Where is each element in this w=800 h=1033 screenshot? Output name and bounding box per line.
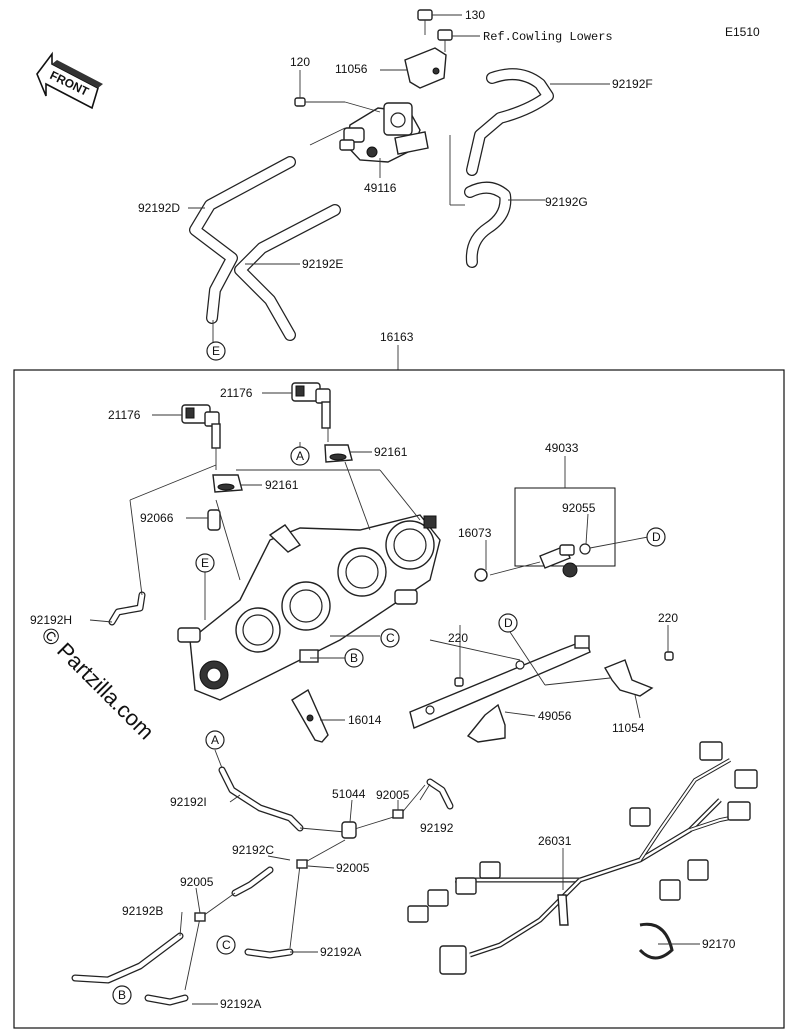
label-92192C: 92192C	[232, 843, 274, 857]
callout-C-lower: C	[216, 935, 236, 955]
svg-text:B: B	[350, 651, 358, 665]
cap-92066	[207, 509, 221, 531]
bolt-130-icon	[417, 9, 433, 35]
label-49056: 49056	[538, 709, 572, 723]
sensor-21176-left	[181, 404, 221, 470]
label-92192B: 92192B	[122, 904, 163, 918]
label-92170: 92170	[702, 937, 736, 951]
svg-text:E: E	[212, 344, 220, 358]
label-220-left: 220	[448, 631, 468, 645]
seal-16073	[474, 568, 488, 582]
label-92192A-lower: 92192A	[220, 997, 261, 1011]
label-92192A-upper: 92192A	[320, 945, 361, 959]
label-120: 120	[290, 55, 310, 69]
svg-text:A: A	[296, 449, 304, 463]
label-16163: 16163	[380, 330, 414, 344]
front-arrow-icon: FRONT	[36, 51, 103, 110]
label-92192E: 92192E	[302, 257, 343, 271]
label-26031: 26031	[538, 834, 572, 848]
svg-text:C: C	[386, 631, 395, 645]
svg-text:B: B	[118, 988, 126, 1002]
label-92192I: 92192I	[170, 795, 207, 809]
bracket-11056	[404, 47, 447, 89]
injector-49033	[539, 544, 578, 578]
label-130: 130	[465, 8, 485, 22]
bolt-120-icon	[294, 97, 306, 107]
sensor-16014	[291, 688, 329, 743]
label-92161-left: 92161	[265, 478, 299, 492]
label-49033: 49033	[545, 441, 579, 455]
grommet-92161-left	[212, 474, 243, 493]
label-92192F: 92192F	[612, 77, 653, 91]
label-11054: 11054	[612, 721, 645, 735]
label-92161-right: 92161	[374, 445, 408, 459]
label-92192H: 92192H	[30, 613, 72, 627]
clamp-92170	[638, 922, 674, 960]
grommet-92161-right	[324, 444, 353, 463]
label-92005-c: 92005	[180, 875, 214, 889]
bolt-cowling-icon	[437, 29, 453, 52]
callout-E-throttle: E	[195, 553, 215, 573]
label-92066: 92066	[140, 511, 174, 525]
svg-text:E: E	[201, 556, 209, 570]
callout-B-throttle: B	[344, 648, 364, 668]
callout-C-throttle: C	[380, 628, 400, 648]
callout-D-pipe: D	[498, 613, 518, 633]
throttle-body-assembly	[177, 514, 441, 701]
label-49116: 49116	[364, 181, 397, 195]
throttle-body-frame	[13, 369, 785, 1029]
svg-text:A: A	[211, 733, 219, 747]
label-92192D: 92192D	[138, 201, 180, 215]
air-valve-49116	[339, 102, 429, 163]
lower-hoses	[71, 766, 454, 1006]
svg-text:D: D	[504, 616, 513, 630]
callout-E-top: E	[206, 341, 226, 361]
label-11056: 11056	[335, 62, 368, 76]
sensor-21176-right	[291, 382, 331, 442]
joint-92005-b	[296, 859, 308, 869]
diagram-code: E1510	[725, 25, 760, 39]
delivery-pipe-49056	[409, 635, 591, 743]
callout-B-lower: B	[112, 985, 132, 1005]
wire-harness-26031	[407, 741, 758, 975]
oring-92055	[579, 543, 591, 555]
watermark: © Partzilla.com	[36, 622, 159, 745]
label-92005-b: 92005	[336, 861, 370, 875]
label-92192: 92192	[420, 821, 454, 835]
svg-text:C: C	[222, 938, 231, 952]
joint-92005-c	[194, 912, 206, 922]
callout-A-lower: A	[205, 730, 225, 750]
label-220-right: 220	[658, 611, 678, 625]
bolt-220-right-icon	[664, 651, 674, 661]
label-21176-left: 21176	[108, 408, 141, 422]
svg-text:D: D	[652, 530, 661, 544]
ref-cowling-lowers: Ref.Cowling Lowers	[483, 30, 613, 44]
label-92192G: 92192G	[545, 195, 588, 209]
bolt-220-left-icon	[454, 677, 464, 687]
callout-D-injector: D	[646, 527, 666, 547]
label-21176-right: 21176	[220, 386, 253, 400]
label-16073: 16073	[458, 526, 492, 540]
label-16014: 16014	[348, 713, 382, 727]
joint-92005-a	[392, 809, 404, 819]
label-92055: 92055	[562, 501, 596, 515]
label-51044: 51044	[332, 787, 366, 801]
bracket-11054	[603, 659, 654, 697]
callout-A-sensor: A	[290, 446, 310, 466]
label-92005-a: 92005	[376, 788, 410, 802]
joint-51044	[341, 821, 357, 839]
top-hoses	[189, 68, 554, 341]
